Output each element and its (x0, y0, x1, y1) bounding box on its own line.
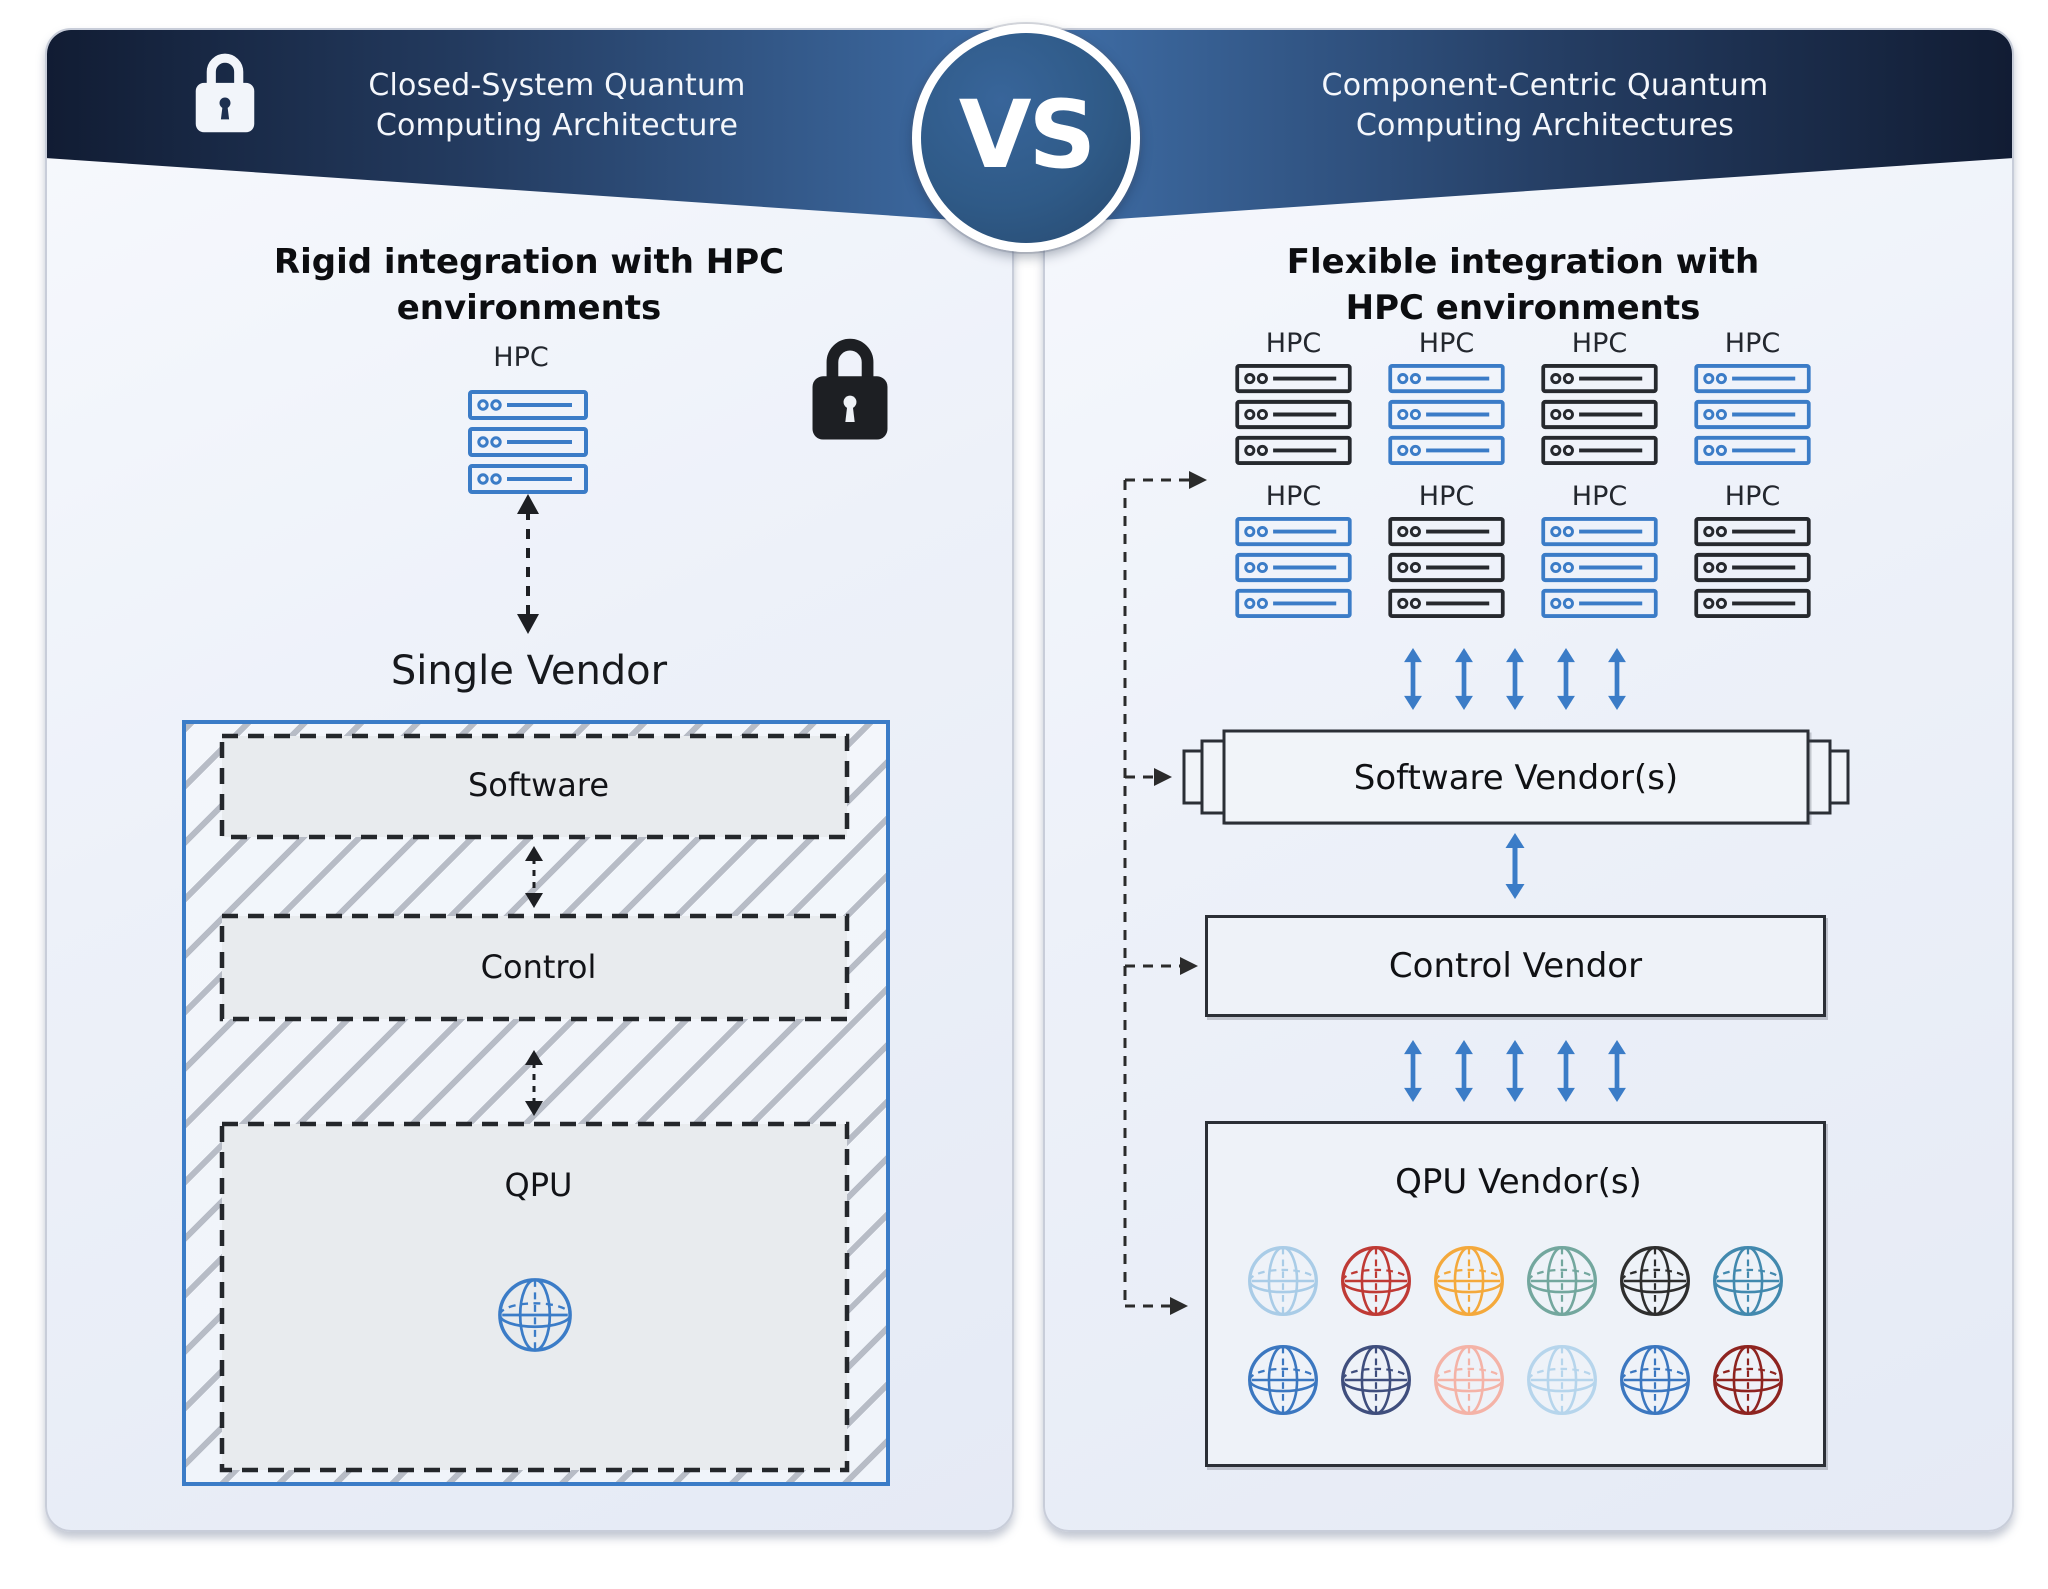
layer-label-control: Control (480, 948, 597, 986)
software-control-arrow (1503, 830, 1527, 906)
double-arrow-icon (1503, 1040, 1527, 1102)
dashed-double-arrow-icon (513, 494, 543, 638)
hpc-cluster-r1c2: HPC (1388, 328, 1505, 465)
control-qpu-arrows (1401, 1040, 1629, 1102)
double-arrow-icon (1401, 1040, 1425, 1102)
bloch-sphere-icon-r1c1 (1246, 1244, 1320, 1318)
double-arrow-icon (1452, 648, 1476, 710)
hpc-label: HPC (1418, 328, 1475, 359)
hpc-cluster-r1c1: HPC (1235, 328, 1352, 465)
qpu-vendor-box: QPU Vendor(s) (1205, 1121, 1826, 1467)
bloch-sphere-icon-r2c2 (1339, 1343, 1413, 1417)
vs-label: VS (958, 80, 1096, 190)
hpc-software-arrows (1401, 648, 1629, 710)
left-header-band (47, 30, 1012, 228)
hpc-label: HPC (1571, 481, 1628, 512)
double-arrow-icon (1503, 648, 1527, 710)
closed-system-panel: Closed-System Quantum Computing Architec… (45, 28, 1014, 1532)
double-arrow-icon (1554, 1040, 1578, 1102)
control-vendor-box: Control Vendor (1205, 915, 1826, 1017)
software-vendor-box (1168, 729, 1864, 829)
hpc-server-icon (1541, 364, 1658, 465)
control-vendor-label: Control Vendor (1388, 946, 1643, 986)
bloch-sphere-icon-r2c4 (1525, 1343, 1599, 1417)
vs-badge: VS (912, 24, 1140, 252)
hpc-cluster-r2c1: HPC (1235, 481, 1352, 618)
hpc-server-icon (1235, 364, 1352, 465)
double-arrow-icon (1452, 1040, 1476, 1102)
left-subtitle: Rigid integration with HPC environments (273, 242, 785, 328)
double-arrow-icon (1554, 648, 1578, 710)
single-vendor-label: Single Vendor (390, 648, 668, 694)
hpc-cluster-r1c4: HPC (1694, 328, 1811, 465)
right-subtitle: Flexible integration with HPC environmen… (1286, 242, 1760, 328)
hpc-server-icon (1694, 364, 1811, 465)
hpc-label: HPC (1571, 328, 1628, 359)
layer-label-qpu: QPU (504, 1166, 573, 1204)
hpc-label: HPC (1418, 481, 1475, 512)
layer-label-software: Software (467, 766, 610, 804)
hpc-server-icon (1235, 517, 1352, 618)
hpc-cluster-r2c4: HPC (1694, 481, 1811, 618)
hpc-label: HPC (1724, 328, 1781, 359)
double-arrow-icon (1401, 648, 1425, 710)
bloch-sphere-icon-r1c6 (1711, 1244, 1785, 1318)
hpc-label: HPC (493, 342, 549, 373)
qubit-grid (1246, 1244, 1785, 1417)
padlock-icon (809, 330, 891, 450)
closed-stack-box: Software Control QPU (182, 720, 890, 1486)
double-arrow-icon (1605, 648, 1629, 710)
left-panel-title: Closed-System Quantum Computing Architec… (368, 68, 746, 143)
hpc-cluster-r2c2: HPC (1388, 481, 1505, 618)
hpc-server-icon (1541, 517, 1658, 618)
hpc-cluster-r2c3: HPC (1541, 481, 1658, 618)
bloch-sphere-icon-r2c6 (1711, 1343, 1785, 1417)
component-centric-panel: Component-Centric Quantum Computing Arch… (1043, 28, 2014, 1532)
bloch-sphere-icon-r1c3 (1432, 1244, 1506, 1318)
qpu-vendor-label: QPU Vendor(s) (1395, 1162, 1642, 1202)
dashed-connector (1105, 470, 1235, 1344)
hpc-server-icon (468, 390, 588, 494)
bloch-sphere-icon-r2c5 (1618, 1343, 1692, 1417)
hpc-label: HPC (1265, 481, 1322, 512)
bloch-sphere-icon-r1c5 (1618, 1244, 1692, 1318)
right-panel-title: Component-Centric Quantum Computing Arch… (1321, 68, 1769, 143)
right-header-band (1045, 30, 2012, 228)
lock-icon (193, 48, 257, 140)
bloch-sphere-icon-r1c4 (1525, 1244, 1599, 1318)
bloch-sphere-icon-r1c2 (1339, 1244, 1413, 1318)
hpc-cluster-grid: HPC HPC HPC HPC HPC HPC HPC HPC (1235, 328, 1811, 618)
double-arrow-icon (1605, 1040, 1629, 1102)
hpc-server-icon (1388, 517, 1505, 618)
hpc-server-icon (1694, 517, 1811, 618)
bloch-sphere-icon-r2c1 (1246, 1343, 1320, 1417)
hpc-cluster-r1c3: HPC (1541, 328, 1658, 465)
hpc-label: HPC (1724, 481, 1781, 512)
bloch-sphere-icon-r2c3 (1432, 1343, 1506, 1417)
hpc-server-icon (1388, 364, 1505, 465)
hpc-label: HPC (1265, 328, 1322, 359)
software-vendor-label: Software Vendor(s) (1353, 758, 1679, 798)
